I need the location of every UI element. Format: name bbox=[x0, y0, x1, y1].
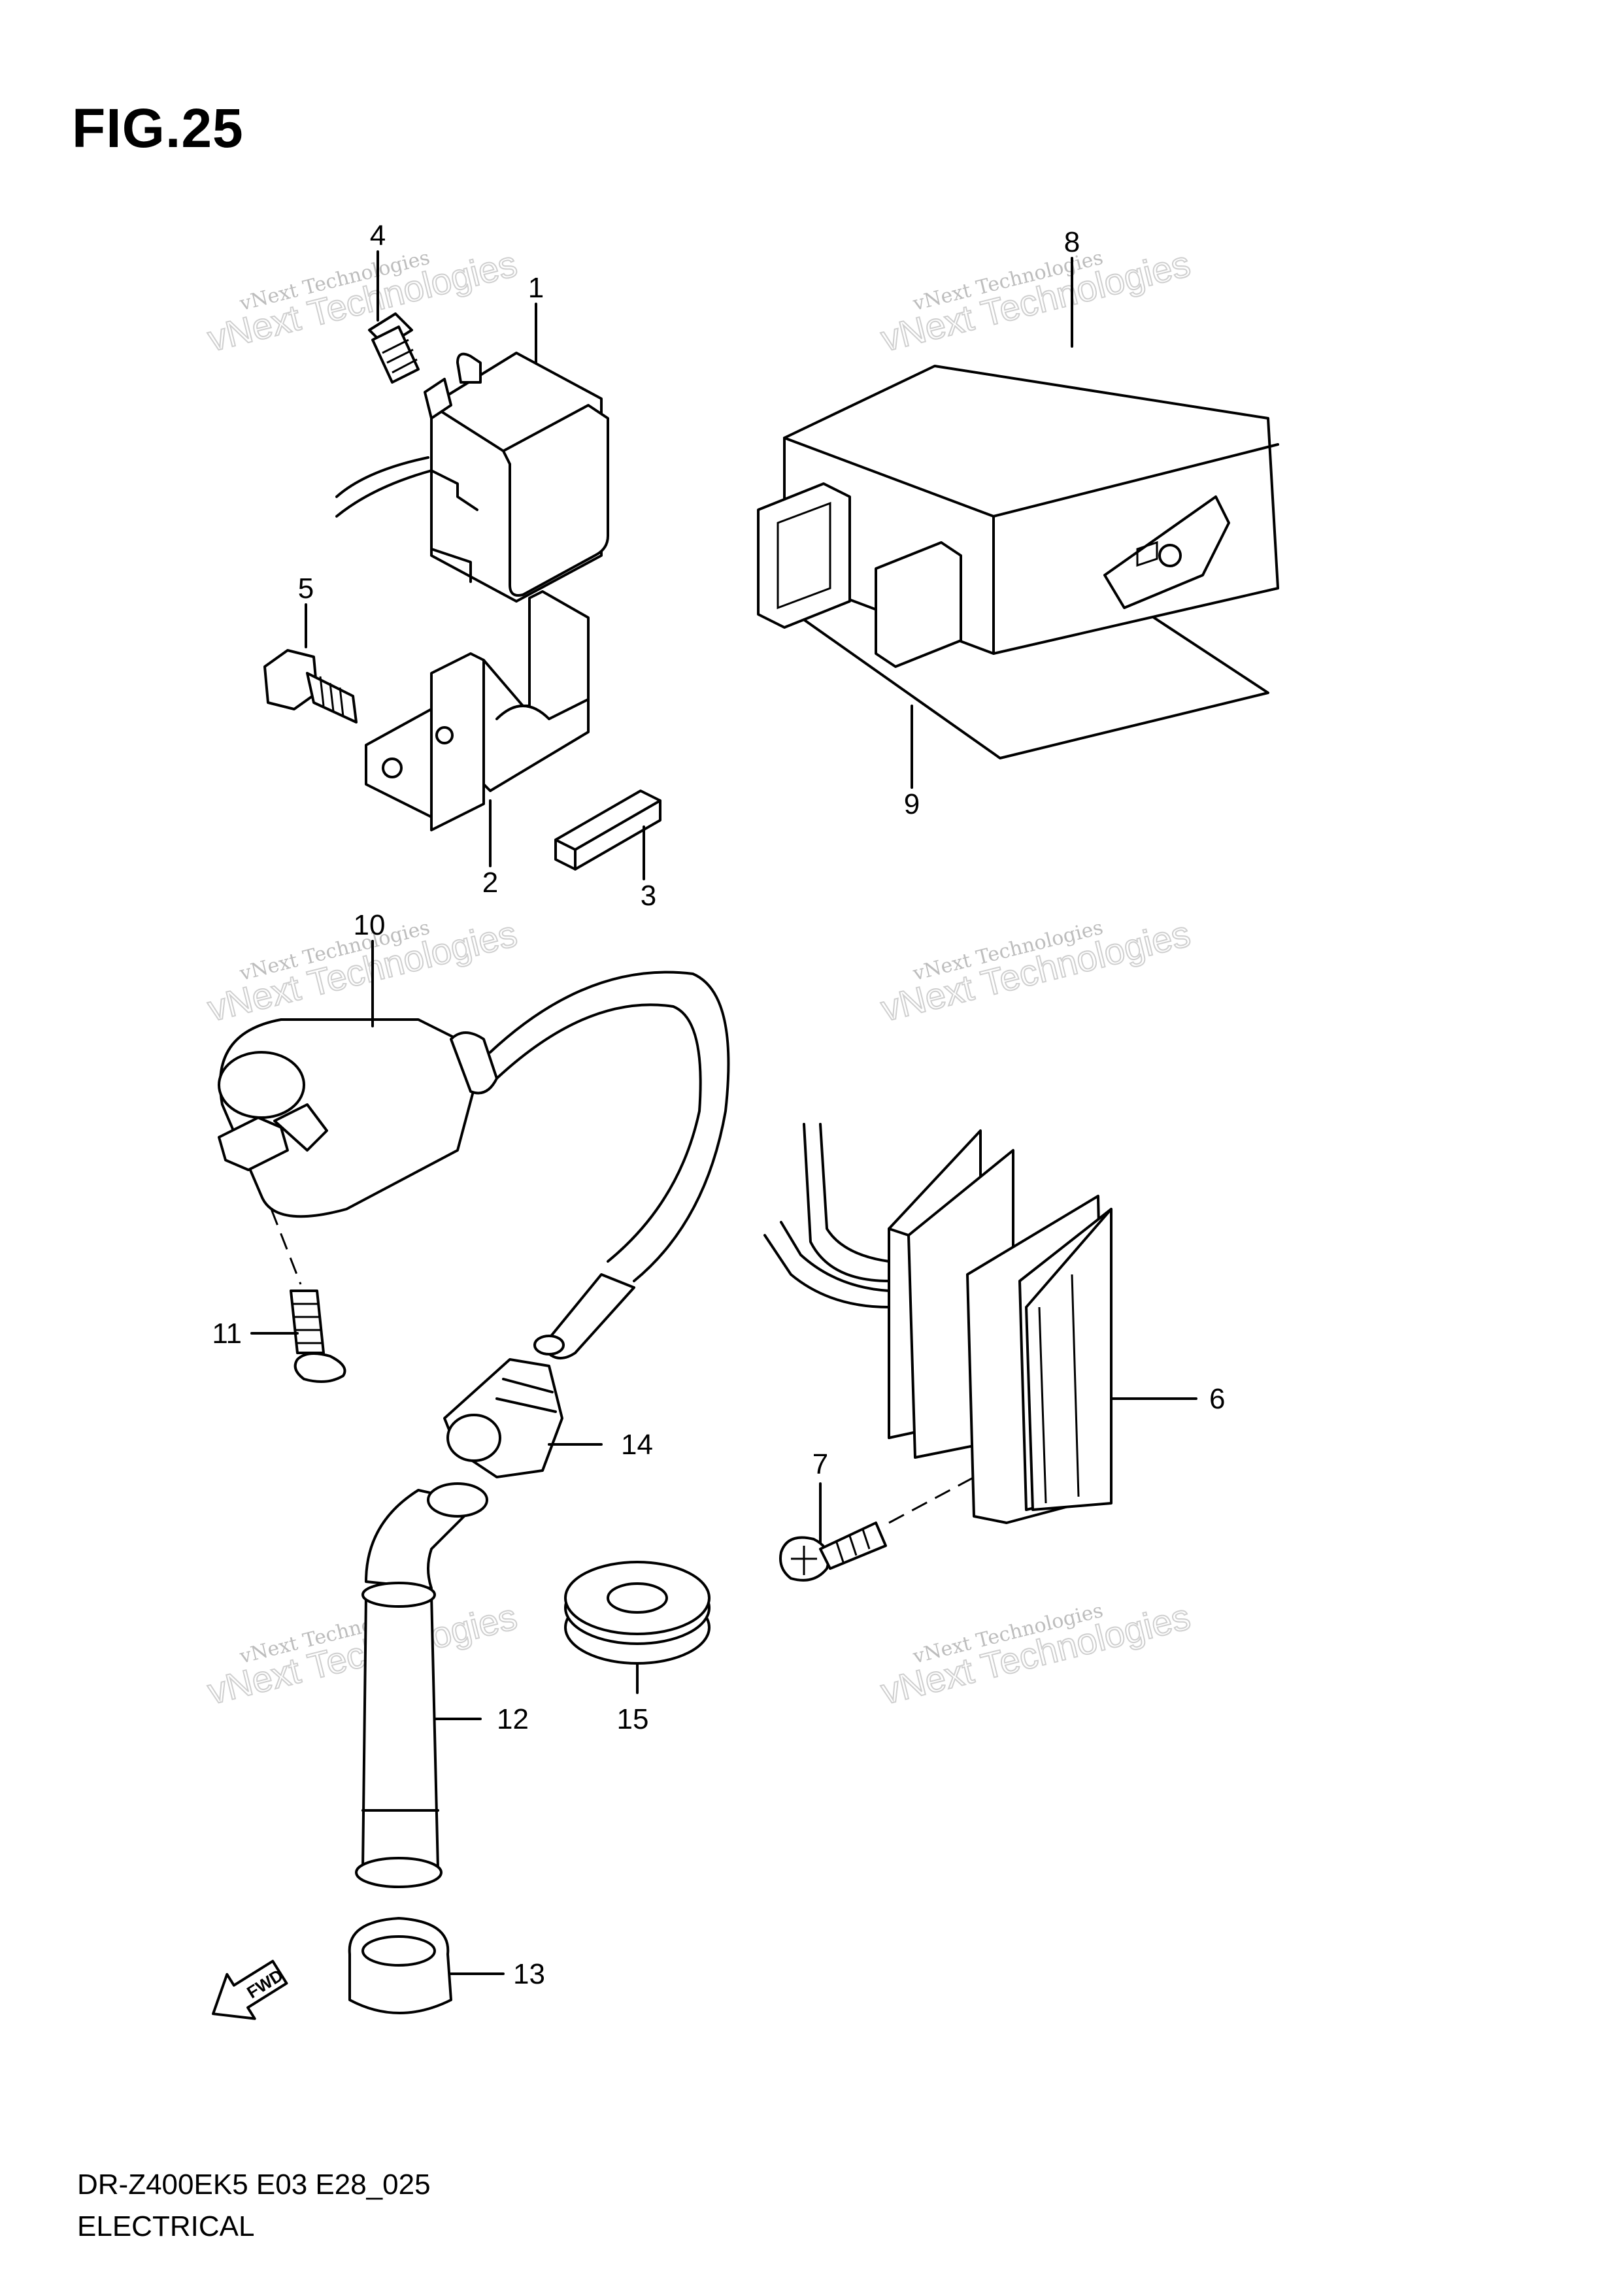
callout-7: 7 bbox=[812, 1448, 828, 1480]
callout-15: 15 bbox=[617, 1703, 649, 1735]
callout-9: 9 bbox=[904, 788, 920, 820]
part-3-clip bbox=[554, 790, 661, 871]
callout-11: 11 bbox=[212, 1318, 242, 1350]
callout-8: 8 bbox=[1064, 226, 1080, 258]
part-4-screw bbox=[368, 312, 420, 384]
callout-6: 6 bbox=[1209, 1383, 1225, 1415]
leader-lines bbox=[250, 250, 1197, 1975]
part-7-screw bbox=[779, 1522, 887, 1582]
part-15-grommet bbox=[564, 1561, 711, 1665]
part-8-ignitor-unit bbox=[757, 365, 1279, 759]
part-11-screw bbox=[290, 1289, 346, 1383]
callout-14: 14 bbox=[621, 1429, 653, 1461]
part-2-bracket bbox=[365, 590, 590, 831]
footer-model-code: DR-Z400EK5 E03 E28_025 bbox=[77, 2169, 431, 2201]
part-13-boot bbox=[348, 1917, 452, 2014]
part-6-regulator bbox=[763, 1123, 1113, 1524]
callout-12: 12 bbox=[497, 1703, 529, 1735]
callout-3: 3 bbox=[641, 880, 656, 912]
callout-1: 1 bbox=[528, 272, 544, 304]
part-5-bolt bbox=[263, 649, 358, 724]
figure-title: FIG.25 bbox=[72, 97, 244, 159]
part-1-relay bbox=[335, 352, 609, 603]
fwd-arrow-icon: FWD bbox=[212, 1959, 288, 2020]
callout-labels: 4 1 8 9 5 2 3 10 11 14 12 13 15 6 7 bbox=[212, 220, 1225, 1990]
callout-4: 4 bbox=[370, 220, 386, 252]
callout-13: 13 bbox=[513, 1958, 545, 1990]
part-14-cap bbox=[443, 1358, 563, 1478]
part-10-ignition-coil bbox=[218, 971, 730, 1359]
callout-2: 2 bbox=[482, 867, 498, 899]
callout-10: 10 bbox=[354, 909, 386, 941]
part-12-plug-cap bbox=[355, 1482, 488, 1888]
footer-section-name: ELECTRICAL bbox=[77, 2210, 255, 2242]
callout-5: 5 bbox=[298, 573, 314, 605]
